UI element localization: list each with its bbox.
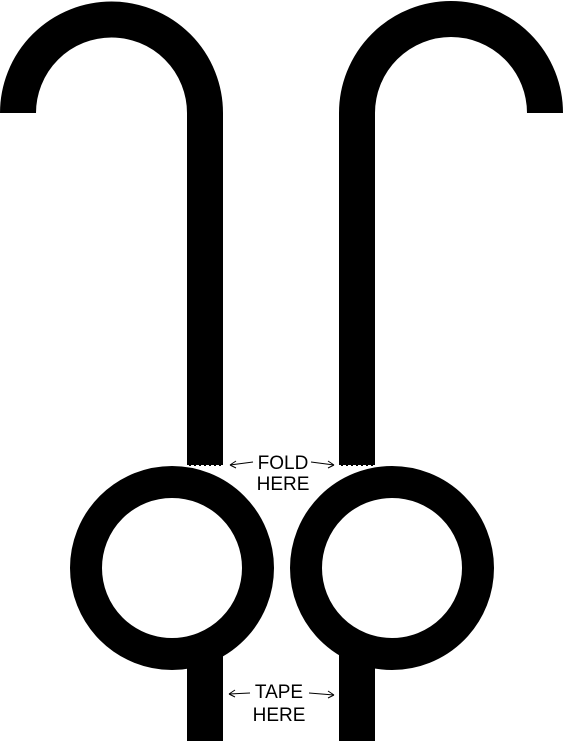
tape-label-line1: TAPE	[255, 682, 303, 703]
fold-arrowhead-right-icon	[327, 460, 335, 469]
left-hook-curve	[0, 1, 223, 466]
fold-arrow-left-icon	[229, 461, 254, 466]
tape-arrow-left-icon	[228, 692, 251, 695]
tape-arrow-right-icon	[308, 692, 335, 696]
tape-here-callout: TAPE HERE	[228, 682, 335, 726]
left-ring	[70, 466, 274, 670]
left-tape-tab	[187, 650, 223, 741]
fold-arrowhead-left-icon	[229, 460, 237, 469]
tape-label-line2: HERE	[253, 705, 306, 726]
fold-arrow-right-icon	[310, 461, 335, 466]
tape-arrowhead-left-icon	[228, 689, 236, 698]
right-hook	[290, 1, 563, 741]
fold-here-callout: FOLD HERE	[229, 453, 335, 495]
right-ring	[290, 466, 494, 670]
right-hook-curve	[339, 1, 563, 466]
fold-label-line1: FOLD	[258, 453, 309, 474]
tape-arrowhead-right-icon	[327, 690, 335, 699]
right-tape-tab	[339, 650, 375, 741]
left-hook	[0, 1, 274, 741]
fold-label-line2: HERE	[257, 474, 310, 495]
